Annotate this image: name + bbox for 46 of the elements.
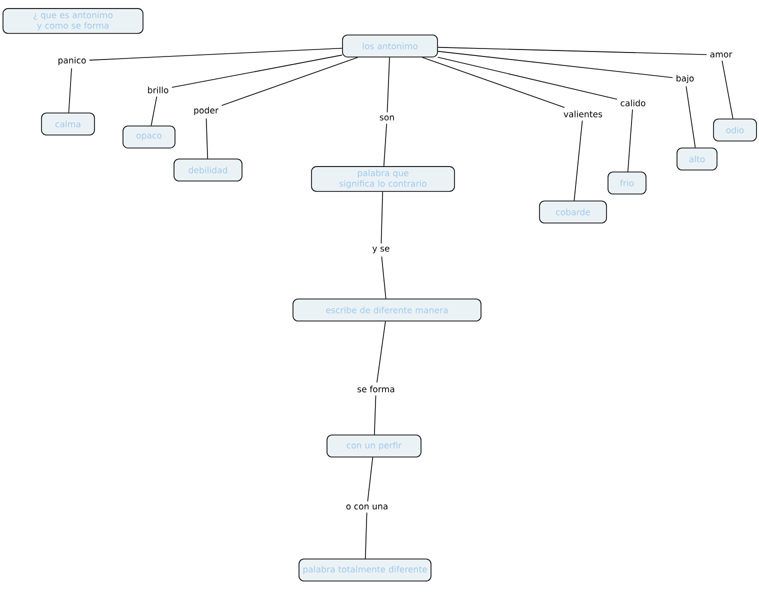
concept-box: escribe de diferente manera bbox=[292, 298, 482, 322]
connector-line bbox=[627, 109, 633, 172]
concept-box: cobarde bbox=[539, 200, 607, 224]
linking-phrase: calido bbox=[617, 96, 649, 110]
connector-line bbox=[422, 57, 565, 108]
connector-line bbox=[438, 50, 674, 78]
linking-phrase: o con una bbox=[342, 502, 392, 512]
concept-box: alto bbox=[676, 148, 718, 170]
linking-phrase: brillo bbox=[144, 84, 172, 96]
concept-box: ¿ que es antonimo y como se forma bbox=[2, 8, 144, 34]
connector-line bbox=[438, 56, 618, 100]
connector-line bbox=[89, 48, 342, 61]
linking-phrase: panico bbox=[54, 54, 90, 68]
concept-box: opaco bbox=[122, 126, 176, 148]
connector-line bbox=[364, 512, 368, 559]
connector-line bbox=[221, 57, 358, 106]
concept-box: palabra que significa lo contrario bbox=[311, 166, 455, 192]
connector-line bbox=[172, 54, 342, 88]
connector-line bbox=[438, 46, 707, 55]
concept-box: palabra totalmente diferente bbox=[298, 558, 432, 582]
concept-box: debilidad bbox=[174, 158, 242, 182]
connector-line bbox=[722, 60, 734, 119]
connector-line bbox=[68, 68, 72, 113]
connector-line bbox=[367, 457, 374, 502]
connector-line bbox=[686, 86, 696, 148]
concept-box: odio bbox=[713, 118, 757, 142]
connector-line bbox=[150, 96, 158, 126]
concept-box: calma bbox=[41, 112, 95, 136]
concept-box: frio bbox=[608, 172, 646, 194]
connector-line bbox=[206, 118, 208, 159]
linking-phrase: y se bbox=[369, 244, 393, 256]
linking-phrase: amor bbox=[706, 50, 736, 60]
connector-line bbox=[386, 57, 390, 113]
linking-phrase: bajo bbox=[672, 72, 698, 86]
linking-phrase: poder bbox=[190, 104, 222, 118]
linking-phrase: se forma bbox=[354, 382, 398, 396]
connector-line bbox=[383, 123, 388, 167]
connector-line bbox=[376, 321, 386, 383]
connector-line bbox=[381, 256, 386, 299]
linking-phrase: son bbox=[376, 112, 398, 124]
connector-line bbox=[574, 120, 583, 201]
concept-box: los antonimo bbox=[342, 34, 438, 58]
connector-line bbox=[380, 191, 384, 244]
linking-phrase: valientes bbox=[560, 108, 606, 120]
concept-box: con un perfir bbox=[326, 434, 422, 458]
connector-line bbox=[374, 395, 376, 435]
